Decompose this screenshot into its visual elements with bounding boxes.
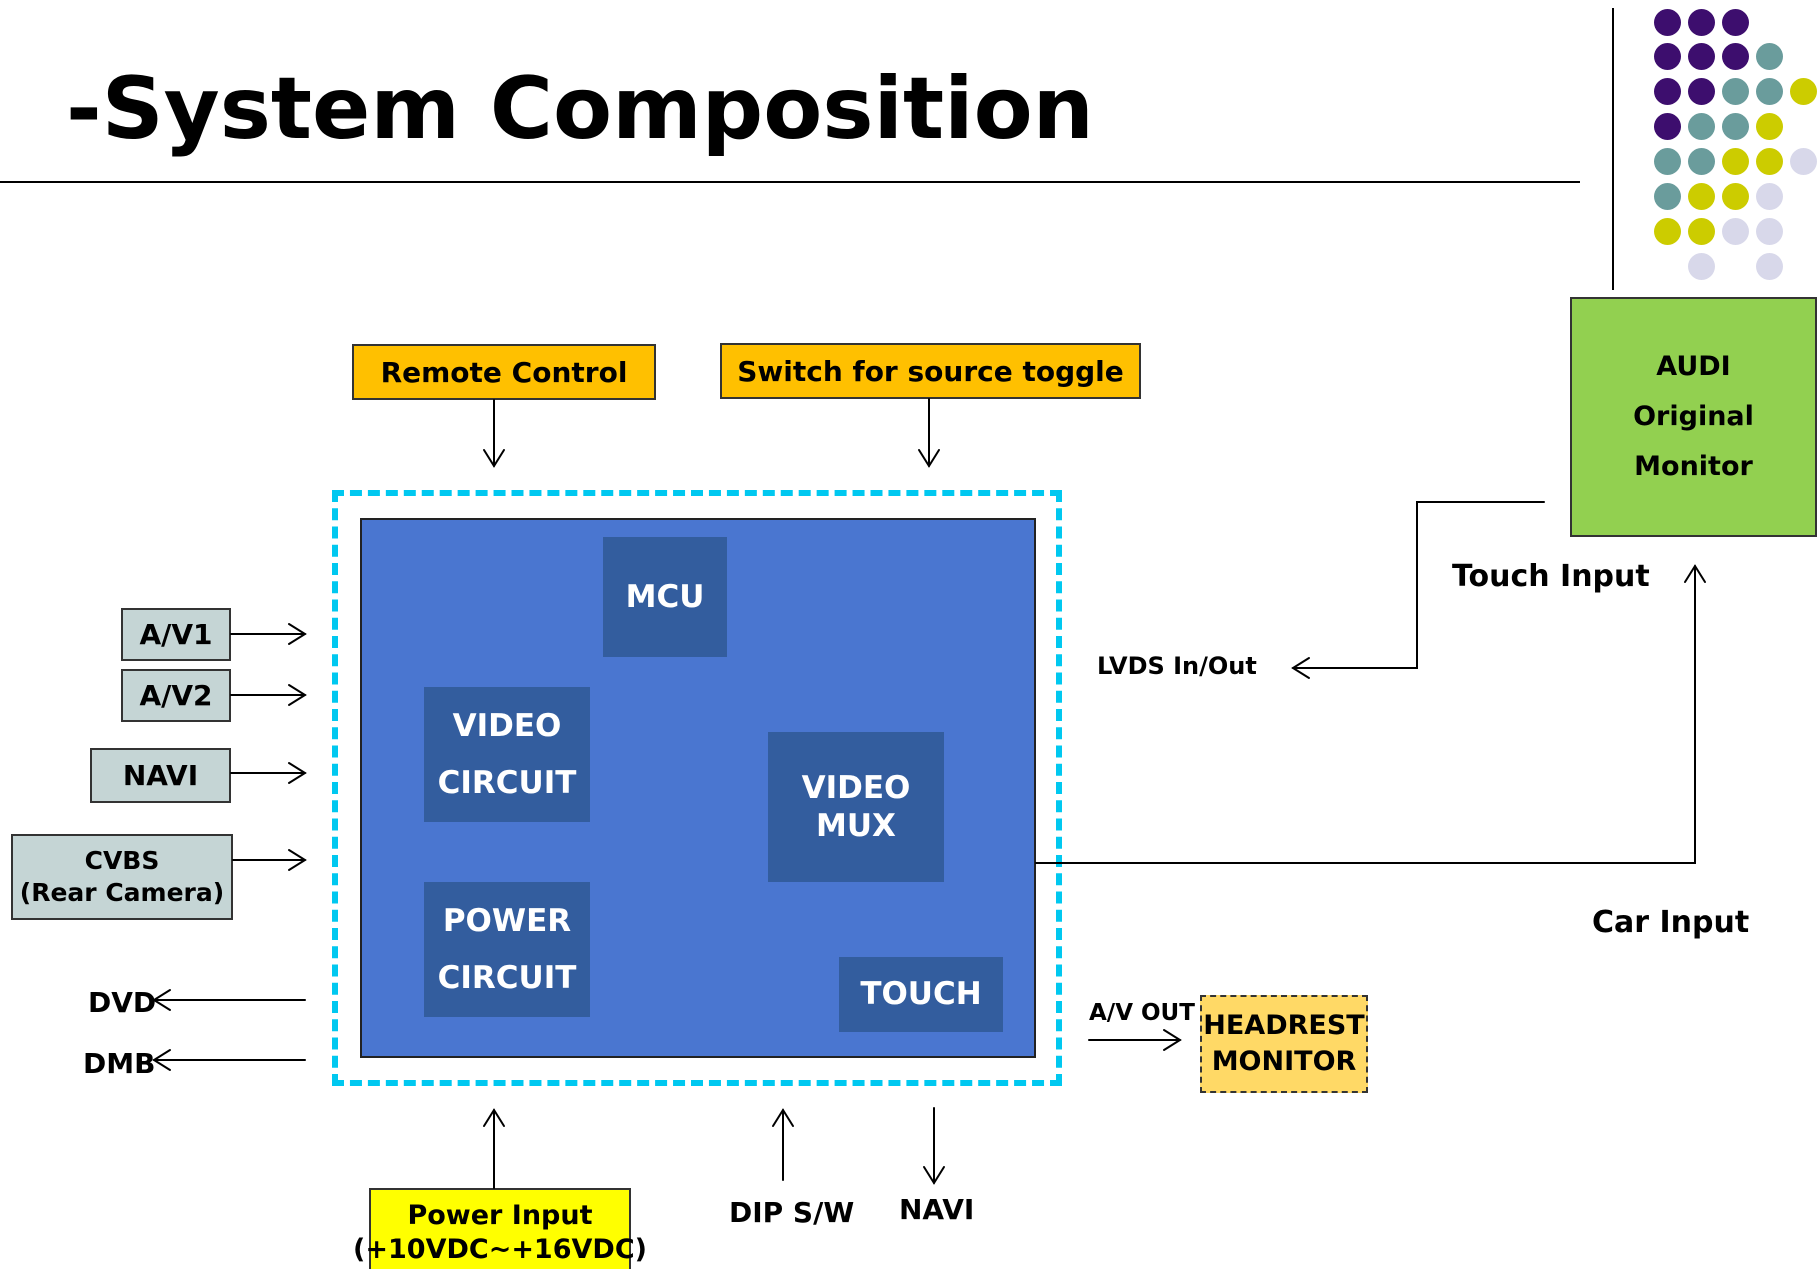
headrest-label-2: MONITOR — [1211, 1046, 1357, 1077]
dot-decoration — [1654, 9, 1681, 36]
title-underline — [0, 181, 1580, 183]
av1-label: A/V1 — [139, 618, 213, 651]
video-circuit-label-1: VIDEO — [452, 707, 562, 744]
dot-decoration — [1688, 43, 1715, 70]
cvbs-label-2: (Rear Camera) — [19, 878, 225, 907]
headrest-label-1: HEADREST — [1203, 1010, 1365, 1041]
dot-decoration — [1688, 113, 1715, 140]
av1-box: A/V1 — [121, 608, 231, 661]
video-circuit-label-2: CIRCUIT — [437, 764, 577, 801]
left-arrow — [152, 1049, 306, 1071]
navi-output-label: NAVI — [899, 1193, 975, 1226]
dip-switch-label: DIP S/W — [729, 1196, 855, 1229]
av-out-arrow — [1088, 1029, 1182, 1051]
right-arrow — [232, 849, 307, 871]
left-arrow — [152, 989, 306, 1011]
dot-decoration — [1756, 78, 1783, 105]
navi-input-box: NAVI — [90, 748, 231, 803]
cvbs-label-1: CVBS — [84, 846, 160, 875]
dot-decoration — [1722, 113, 1749, 140]
touch-block: TOUCH — [839, 957, 1003, 1032]
dot-grid-decoration — [0, 0, 1820, 290]
dot-decoration — [1722, 78, 1749, 105]
touch-input-label: Touch Input — [1452, 559, 1650, 594]
lvds-connector — [1291, 501, 1545, 679]
av-out-label: A/V OUT — [1089, 1000, 1195, 1026]
mcu-block: MCU — [603, 537, 727, 657]
dot-decoration — [1654, 218, 1681, 245]
dvd-output-label: DVD — [88, 986, 157, 1019]
dot-decoration — [1790, 148, 1817, 175]
dot-decoration — [1654, 113, 1681, 140]
av2-label: A/V2 — [139, 679, 213, 712]
dot-decoration — [1688, 148, 1715, 175]
car-input-label: Car Input — [1592, 905, 1750, 940]
power-circuit-block: POWER CIRCUIT — [424, 882, 590, 1017]
dot-decoration — [1756, 183, 1783, 210]
audi-monitor-box: AUDI Original Monitor — [1570, 297, 1817, 537]
right-arrow — [230, 762, 307, 784]
dot-decoration — [1756, 253, 1783, 280]
power-circuit-label-1: POWER — [442, 902, 572, 939]
power-input-box: Power Input (+10VDC~+16VDC) — [353, 1188, 647, 1269]
dmb-output-label: DMB — [83, 1047, 156, 1080]
video-mux-label-2: MUX — [816, 808, 896, 844]
lvds-label: LVDS In/Out — [1097, 652, 1257, 680]
source-switch-label: Switch for source toggle — [737, 354, 1124, 388]
dot-decoration — [1756, 43, 1783, 70]
video-mux-label-1: VIDEO — [801, 770, 911, 806]
headrest-monitor-box: HEADREST MONITOR — [1200, 995, 1368, 1093]
audi-label-2: Original Monitor — [1633, 401, 1754, 482]
up-arrow — [772, 1108, 794, 1181]
av2-box: A/V2 — [121, 669, 231, 722]
dot-decoration — [1756, 113, 1783, 140]
touch-label: TOUCH — [860, 976, 982, 1012]
remote-control-box: Remote Control — [352, 344, 656, 400]
dot-decoration — [1654, 78, 1681, 105]
dot-decoration — [1688, 253, 1715, 280]
mcu-label: MCU — [625, 578, 705, 615]
dot-decoration — [1688, 9, 1715, 36]
audi-label-1: AUDI — [1656, 351, 1731, 382]
dot-decoration — [1722, 218, 1749, 245]
up-arrow — [483, 1108, 505, 1189]
remote-control-label: Remote Control — [380, 355, 628, 389]
dot-decoration — [1688, 183, 1715, 210]
dot-decoration — [1756, 218, 1783, 245]
corner-divider — [1612, 8, 1614, 290]
source-switch-box: Switch for source toggle — [720, 343, 1141, 399]
dot-decoration — [1654, 183, 1681, 210]
power-input-label-2: (+10VDC~+16VDC) — [353, 1234, 647, 1265]
cvbs-box: CVBS (Rear Camera) — [11, 834, 233, 920]
power-input-label-1: Power Input — [407, 1200, 593, 1231]
video-circuit-block: VIDEO CIRCUIT — [424, 687, 590, 822]
dot-decoration — [1722, 148, 1749, 175]
power-circuit-label-2: CIRCUIT — [437, 959, 577, 996]
video-mux-block: VIDEO MUX — [768, 732, 944, 882]
down-arrow — [923, 1107, 945, 1185]
right-arrow — [230, 684, 307, 706]
down-arrow — [918, 398, 940, 468]
dot-decoration — [1688, 218, 1715, 245]
down-arrow — [483, 399, 505, 468]
dot-decoration — [1722, 183, 1749, 210]
dot-decoration — [1756, 148, 1783, 175]
dot-decoration — [1722, 9, 1749, 36]
dot-decoration — [1722, 43, 1749, 70]
dot-decoration — [1790, 78, 1817, 105]
right-arrow — [230, 623, 307, 645]
page-title: -System Composition — [66, 59, 1094, 159]
dot-decoration — [1688, 78, 1715, 105]
navi-input-label: NAVI — [122, 759, 199, 792]
dot-decoration — [1654, 43, 1681, 70]
car-input-connector — [1035, 564, 1706, 864]
unit-enclosure-dashed — [332, 490, 1062, 1086]
dot-decoration — [1654, 148, 1681, 175]
